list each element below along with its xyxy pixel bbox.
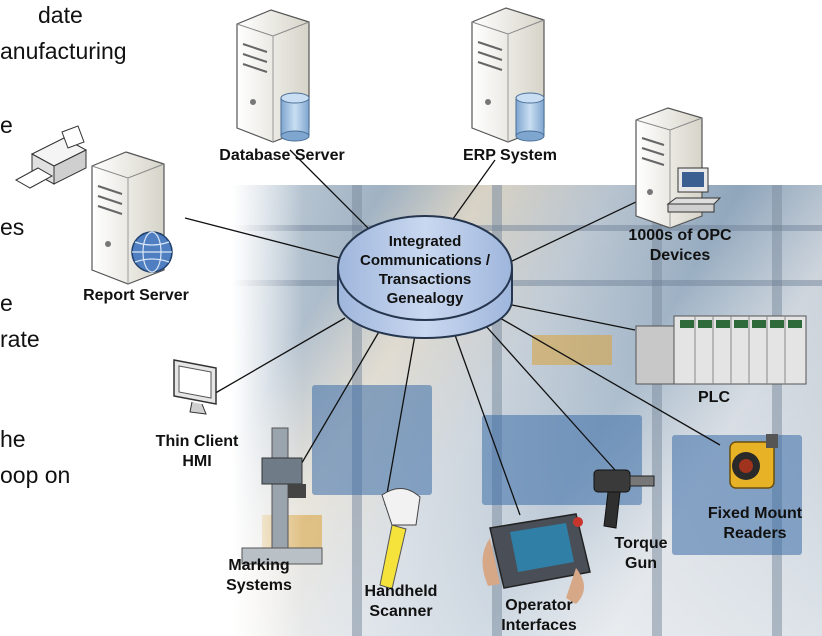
erp-system-text: ERP System [463, 147, 557, 164]
handheld-line-1: Handheld [364, 583, 438, 600]
torque-gun-icon [593, 469, 655, 529]
marking-line-2: Systems [226, 577, 292, 594]
thin-client-line-2: HMI [182, 453, 212, 470]
operator-interface-icon [482, 513, 591, 604]
opc-devices-label: 1000s of OPC Devices [600, 226, 760, 266]
line-plc [511, 304, 636, 331]
line-opc [509, 199, 641, 263]
hub-line-3: Transactions [378, 271, 472, 288]
hub-line-1: Integrated [388, 233, 462, 250]
report-server-text: Report Server [83, 287, 189, 304]
torque-line-2: Gun [625, 555, 657, 572]
globe-icon [131, 231, 173, 273]
printer-icon [14, 125, 88, 189]
report-server-label: Report Server [56, 286, 216, 306]
hub-line-4: Genealogy [386, 290, 464, 307]
opc-devices-line-2: Devices [649, 247, 711, 264]
handheld-line-2: Scanner [369, 603, 433, 620]
fixed-mount-line-1: Fixed Mount [707, 505, 803, 522]
plc-text: PLC [698, 389, 730, 406]
line-report [184, 217, 341, 259]
background-text-8: oop on [0, 462, 71, 488]
erp-system-label: ERP System [440, 146, 580, 166]
thin-client-line-1: Thin Client [155, 433, 239, 450]
background-text-1: date [38, 2, 83, 28]
plc-icon [635, 315, 807, 385]
thin-client-label: Thin Client HMI [132, 432, 262, 472]
plc-label: PLC [684, 388, 744, 408]
handheld-scanner-icon [379, 488, 421, 590]
database-server-label: Database Server [192, 146, 372, 166]
line-torque [484, 324, 616, 471]
fixed-mount-label: Fixed Mount Readers [688, 504, 822, 544]
torque-gun-label: Torque Gun [596, 534, 686, 574]
background-text-7: he [0, 426, 26, 452]
database-server-text: Database Server [219, 147, 345, 164]
operator-line-2: Interfaces [501, 617, 577, 634]
background-text-4: es [0, 214, 25, 240]
monitor-icon [173, 359, 217, 415]
opc-devices-line-1: 1000s of OPC [628, 227, 732, 244]
operator-line-1: Operator [505, 597, 573, 614]
pc-icon [666, 167, 722, 213]
background-text-5: e [0, 290, 13, 316]
factory-background-image [232, 185, 822, 636]
hub-label: Integrated Communications / Transactions… [338, 232, 512, 308]
background-text-2: anufacturing [0, 38, 127, 64]
database-server-icon [236, 9, 310, 143]
erp-server-icon [471, 7, 545, 143]
line-fixedmount [499, 317, 721, 446]
marking-line-1: Marking [228, 557, 290, 574]
fixed-mount-line-2: Readers [723, 525, 787, 542]
handheld-scanner-label: Handheld Scanner [346, 582, 456, 622]
line-operator [454, 334, 521, 516]
fixed-mount-reader-icon [729, 434, 778, 489]
line-thinclient [211, 317, 346, 396]
hub-cylinder [337, 215, 513, 339]
operator-interfaces-label: Operator Interfaces [484, 596, 594, 636]
marking-system-icon [241, 427, 323, 565]
background-text-6: rate [0, 326, 40, 352]
line-handheld [384, 334, 416, 506]
background-text-3: e [0, 112, 13, 138]
torque-line-1: Torque [614, 535, 668, 552]
marking-systems-label: Marking Systems [204, 556, 314, 596]
hub-line-2: Communications / [359, 252, 490, 269]
